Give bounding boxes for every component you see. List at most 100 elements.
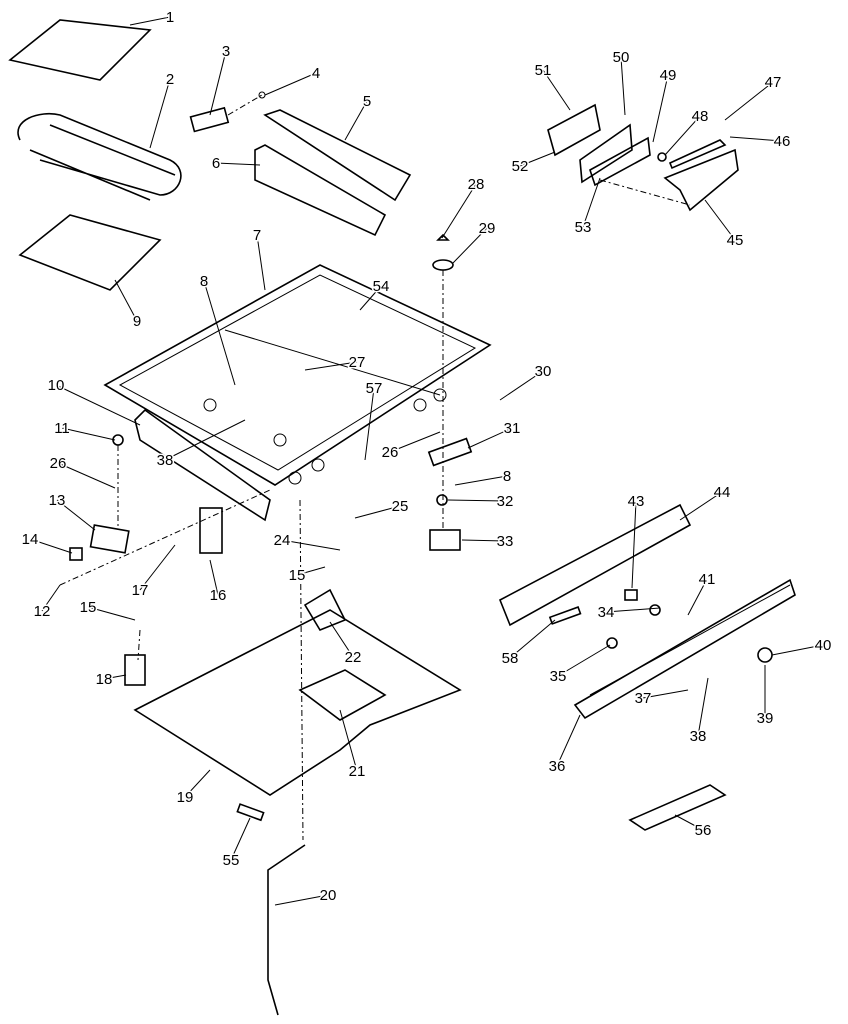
leader-line (729, 136, 783, 142)
callout-15: 15 (289, 567, 306, 584)
callout-6: 6 (212, 155, 220, 172)
part-shield-56 (628, 784, 727, 831)
leader-line (354, 505, 401, 519)
callout-52: 52 (512, 158, 529, 175)
callout-22: 22 (345, 649, 362, 666)
leader-line (230, 817, 251, 861)
leader-line (557, 644, 611, 677)
callout-56: 56 (695, 822, 712, 839)
leader-line (467, 427, 513, 449)
leader-line (114, 279, 138, 322)
callout-55: 55 (223, 852, 240, 869)
leader-line (274, 894, 329, 906)
assembly-line (599, 179, 691, 206)
callout-19: 19 (177, 789, 194, 806)
part-screw (258, 91, 266, 99)
part-plate-53 (589, 136, 651, 187)
part-valve-bracket (427, 437, 473, 467)
part-clip (69, 547, 83, 561)
leader-line (674, 814, 704, 831)
leader-line (256, 234, 266, 291)
callout-26: 26 (50, 455, 67, 472)
leader-line (344, 100, 368, 141)
leader-line (679, 491, 723, 521)
callout-33: 33 (497, 533, 514, 550)
part-burner-hole (413, 398, 427, 412)
leader-line (687, 578, 708, 616)
assembly-line (227, 94, 263, 116)
part-bracket (89, 524, 130, 554)
leader-line (139, 544, 176, 591)
callout-29: 29 (479, 220, 496, 237)
leader-line (771, 644, 824, 656)
part-hinge (199, 507, 223, 554)
leader-line (296, 566, 326, 576)
part-manifold-44 (498, 503, 692, 627)
part-broiler-pan (18, 214, 162, 291)
leader-line (724, 81, 774, 121)
leader-line (103, 674, 127, 680)
leader-line (149, 78, 171, 149)
part-panel-lower (254, 144, 387, 237)
part-burner-shield (298, 669, 387, 721)
leader-line (697, 677, 709, 737)
leader-line (29, 538, 73, 554)
callout-40: 40 (815, 637, 832, 654)
callout-26: 26 (382, 444, 399, 461)
callout-30: 30 (535, 363, 552, 380)
callout-10: 10 (48, 377, 65, 394)
callout-11: 11 (54, 420, 70, 437)
leader-line (447, 499, 506, 502)
part-terminal-block (189, 106, 230, 133)
leader-line (509, 619, 556, 659)
part-cap-28 (436, 233, 450, 241)
callout-18: 18 (96, 671, 113, 688)
part-rod (267, 844, 306, 1016)
leader-line (620, 56, 626, 116)
callout-47: 47 (765, 74, 782, 91)
parts-drawing (8, 19, 796, 1016)
leader-line (209, 559, 219, 596)
part-burner-hole (433, 388, 447, 402)
part-broil-element (17, 113, 182, 201)
callout-49: 49 (660, 67, 677, 84)
callout-45: 45 (727, 232, 744, 249)
callout-44: 44 (714, 484, 731, 501)
leader-line (184, 769, 211, 798)
callout-20: 20 (320, 887, 337, 904)
leader-line (215, 162, 261, 166)
part-burner-cap (432, 259, 454, 271)
callout-21: 21 (349, 763, 366, 780)
leader-line (704, 199, 736, 241)
callout-1: 1 (166, 9, 174, 26)
leader-line (164, 419, 246, 461)
leader-line (605, 607, 661, 613)
leader-line (359, 285, 382, 311)
leader-line (499, 370, 544, 401)
part-fitting-34 (649, 604, 661, 616)
leader-line (519, 151, 556, 167)
callout-37: 37 (635, 690, 652, 707)
part-grill-rack (8, 19, 152, 81)
part-spacer-55 (236, 803, 265, 822)
leader-line (441, 183, 477, 239)
callout-8: 8 (200, 273, 208, 290)
leader-line (304, 361, 358, 371)
callout-4: 4 (312, 65, 320, 82)
part-burner-box (134, 408, 271, 522)
leader-line (339, 709, 358, 772)
callout-13: 13 (49, 492, 66, 509)
callout-2: 2 (166, 71, 174, 88)
part-strip-46 (668, 139, 727, 170)
callout-58: 58 (502, 650, 519, 667)
part-bottom-panel (133, 609, 462, 796)
callout-15: 15 (80, 599, 97, 616)
part-valve (429, 529, 461, 551)
callout-12: 12 (34, 603, 51, 620)
callout-14: 14 (22, 531, 39, 548)
callout-8: 8 (503, 468, 511, 485)
leader-line (56, 499, 96, 531)
leader-line (631, 500, 637, 589)
leader-line (652, 74, 669, 143)
